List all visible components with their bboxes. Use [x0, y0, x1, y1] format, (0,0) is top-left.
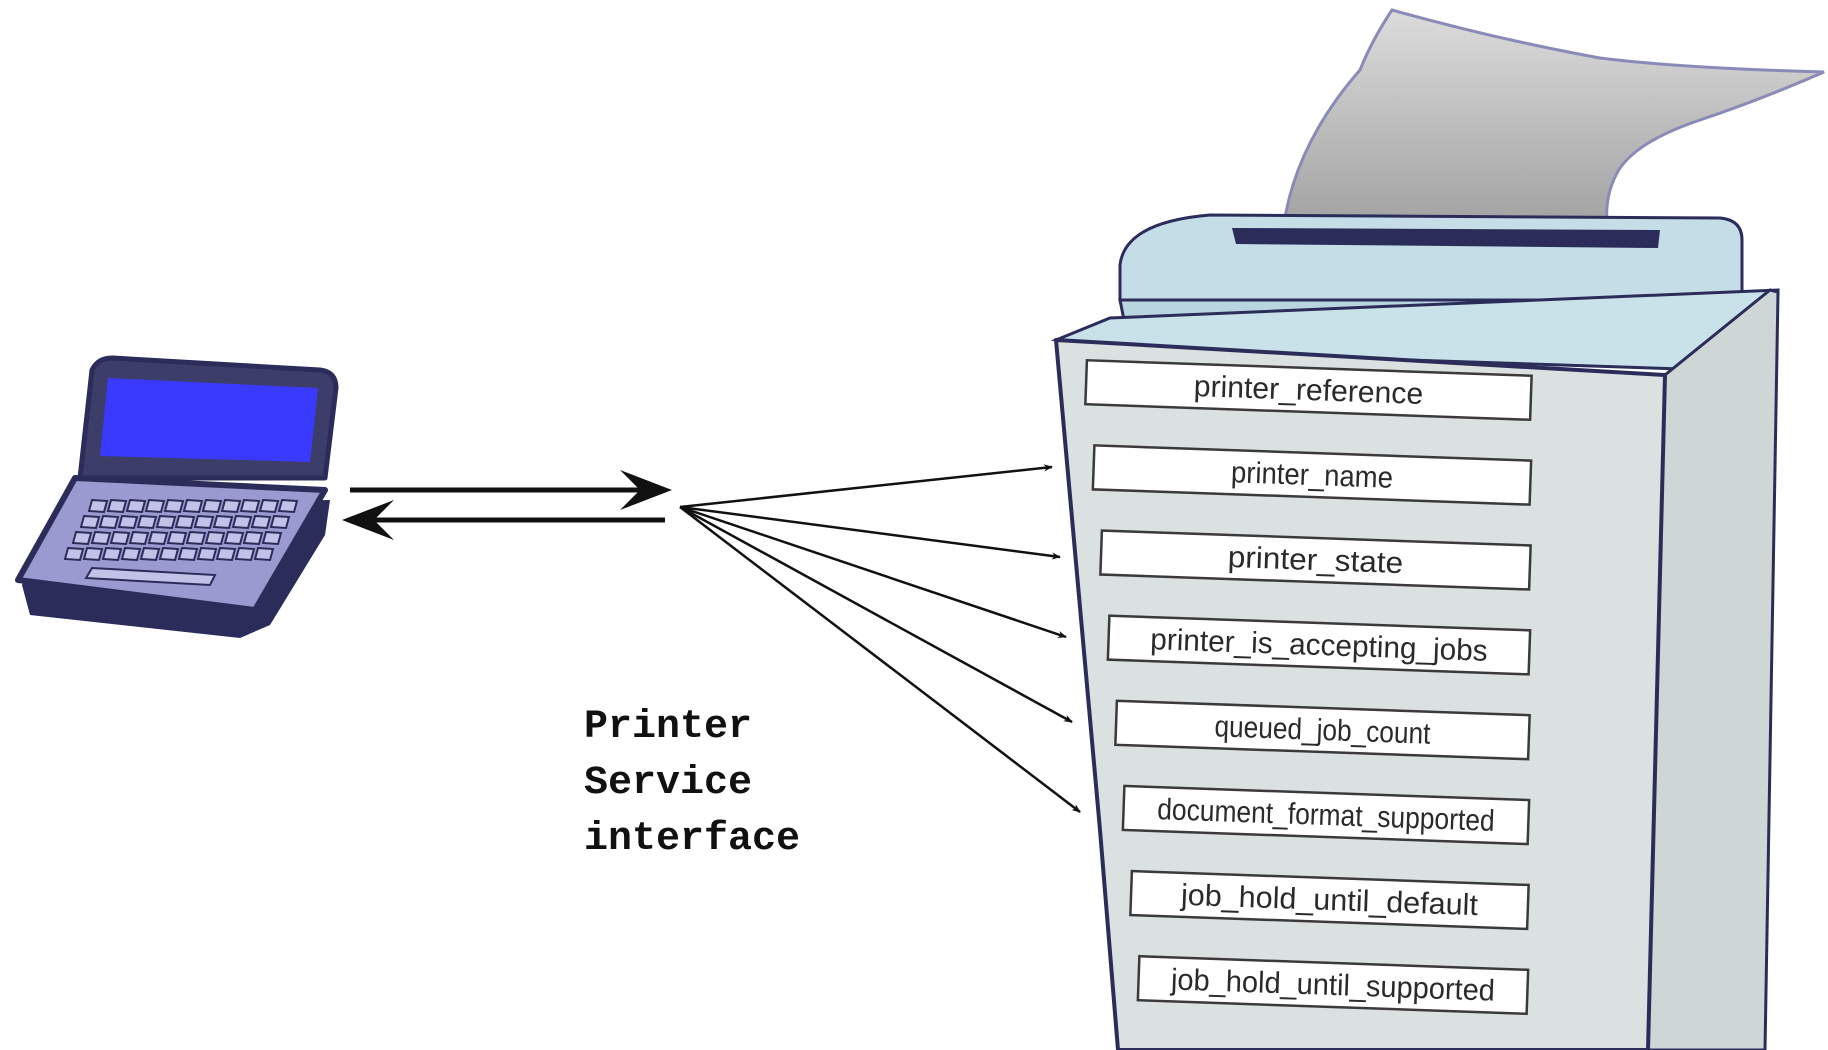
field-slot [1121, 784, 1531, 846]
keyboard-key [269, 514, 291, 530]
arrow-to-printer-state [679, 505, 1067, 639]
keyboard-key [166, 530, 188, 546]
service-label-line-2: Service [584, 761, 753, 806]
request-response-arrows [342, 470, 672, 540]
field-job-hold-until-supported: job_hold_until_supported [1136, 954, 1530, 1016]
keyboard-key [193, 514, 215, 530]
field-printer-reference: printer_reference [1084, 358, 1533, 422]
field-job-hold-until-default: job_hold_until_default [1129, 869, 1530, 931]
keyboard-key [277, 498, 299, 514]
field-slot [1129, 869, 1530, 931]
keyboard-key [82, 546, 104, 562]
keyboard-key [128, 530, 150, 546]
keyboard-key [117, 514, 139, 530]
keyboard-key [98, 514, 120, 530]
field-queued-job-count: queued_job_count [1114, 699, 1531, 761]
keyboard-key [250, 514, 272, 530]
service-label-line-1: Printer [584, 705, 753, 750]
arrow-to-printer-reference [679, 464, 1053, 509]
laptop-icon [15, 355, 339, 638]
field-slot [1114, 699, 1531, 761]
arrow-to-printer-is-accepting-jobs [679, 505, 1073, 724]
arrow-to-queued-job-count [679, 506, 1081, 813]
field-document-format-supported: document_format_supported [1121, 784, 1531, 846]
keyboard-key [182, 498, 204, 514]
keyboard-key [253, 546, 275, 562]
keyboard-key [234, 546, 256, 562]
field-query-arrows [679, 464, 1081, 813]
keyboard-key [258, 498, 280, 514]
keyboard-key [201, 498, 223, 514]
keyboard-key [147, 530, 169, 546]
field-printer-name: printer_name [1091, 444, 1533, 506]
keyboard-key [106, 498, 128, 514]
keyboard-key [215, 546, 237, 562]
keyboard-key [79, 514, 101, 530]
field-slot [1136, 954, 1530, 1016]
field-slot [1106, 614, 1532, 676]
keyboard-key [204, 530, 226, 546]
keyboard-key [63, 546, 85, 562]
keyboard-key [220, 498, 242, 514]
service-label-line-3: interface [584, 817, 801, 862]
response-arrow-head [342, 500, 394, 540]
keyboard-key [109, 530, 131, 546]
keyboard-key [144, 498, 166, 514]
keyboard-key [231, 514, 253, 530]
arrow-to-printer-name [679, 505, 1061, 560]
field-label: printer_reference [1193, 370, 1424, 411]
keyboard-key [261, 530, 283, 546]
keyboard-key [125, 498, 147, 514]
field-label: printer_name [1230, 456, 1393, 495]
request-arrow-head [620, 470, 672, 510]
printer-icon: printer_reference printer_name printer_sta… [1050, 8, 1825, 1050]
keyboard-key [101, 546, 123, 562]
field-label: printer_state [1227, 541, 1404, 580]
keyboard-key [174, 514, 196, 530]
keyboard-key [185, 530, 207, 546]
field-printer-state: printer_state [1099, 529, 1532, 591]
keyboard-key [90, 530, 112, 546]
keyboard-key [212, 514, 234, 530]
field-label: queued_job_count [1214, 710, 1432, 751]
keyboard-key [158, 546, 180, 562]
keyboard-key [163, 498, 185, 514]
keyboard-key [139, 546, 161, 562]
keyboard-keys [63, 498, 299, 562]
keyboard-key [136, 514, 158, 530]
keyboard-key [120, 546, 142, 562]
keyboard-key [196, 546, 218, 562]
printer-service-interface-label: Printer Service interface [584, 700, 884, 868]
keyboard-key [71, 530, 93, 546]
keyboard-key [87, 498, 109, 514]
keyboard-key [155, 514, 177, 530]
printer-attribute-fields: printer_reference printer_name printer_sta… [1084, 358, 1533, 1016]
keyboard-key [239, 498, 261, 514]
keyboard-key [242, 530, 264, 546]
keyboard-key [223, 530, 245, 546]
field-slot [1099, 529, 1532, 591]
field-printer-is-accepting-jobs: printer_is_accepting_jobs [1106, 614, 1532, 676]
field-slot [1084, 358, 1533, 422]
field-slot [1091, 444, 1533, 506]
keyboard-key [177, 546, 199, 562]
